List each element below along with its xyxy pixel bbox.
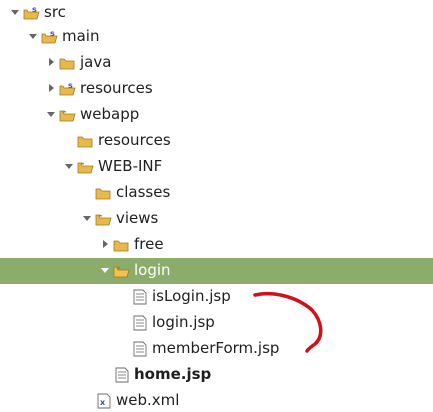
svg-text:s: s xyxy=(50,29,55,38)
tree-item-label: java xyxy=(80,53,112,71)
tree-item-label: isLogin.jsp xyxy=(152,287,231,305)
chevron-down-icon[interactable] xyxy=(9,6,21,18)
chevron-down-icon[interactable] xyxy=(27,30,39,42)
jsp-file-icon xyxy=(133,289,147,305)
tree-item-label: memberForm.jsp xyxy=(152,339,280,357)
folder-open-icon xyxy=(113,266,130,278)
tree-item-memberform-jsp[interactable]: memberForm.jsp xyxy=(0,336,433,362)
chevron-right-icon[interactable] xyxy=(99,238,111,250)
tree-item-classes[interactable]: classes xyxy=(0,180,433,206)
tree-item-label: main xyxy=(62,27,100,45)
tree-item-java[interactable]: java xyxy=(0,50,433,76)
jsp-file-icon xyxy=(115,367,129,383)
tree-item-label: webapp xyxy=(80,105,140,123)
tree-item-label: views xyxy=(116,209,159,227)
source-folder-icon: s xyxy=(23,5,40,20)
tree-item-label: login.jsp xyxy=(152,313,215,331)
tree-item-login-jsp[interactable]: login.jsp xyxy=(0,310,433,336)
chevron-right-icon[interactable] xyxy=(45,56,57,68)
tree-item-label: src xyxy=(44,3,66,21)
tree-item-views[interactable]: views xyxy=(0,206,433,232)
tree-item-home-jsp[interactable]: home.jsp xyxy=(0,362,433,388)
folder-open-icon xyxy=(59,110,76,122)
chevron-down-icon[interactable] xyxy=(45,108,57,120)
tree-item-label: resources xyxy=(98,131,171,149)
tree-item-resources[interactable]: s resources xyxy=(0,76,433,102)
tree-item-free[interactable]: free xyxy=(0,232,433,258)
folder-icon xyxy=(95,188,111,200)
folder-open-icon xyxy=(95,214,112,226)
jsp-file-icon xyxy=(133,341,147,357)
tree-item-webapp-resources[interactable]: resources xyxy=(0,128,433,154)
tree-item-label: free xyxy=(134,235,164,253)
svg-text:x: x xyxy=(100,398,106,407)
folder-icon xyxy=(59,58,75,70)
tree-item-label: home.jsp xyxy=(134,365,212,383)
tree-item-web-inf[interactable]: WEB-INF xyxy=(0,154,433,180)
tree-item-label: web.xml xyxy=(116,391,180,409)
xml-file-icon: x xyxy=(97,393,111,409)
chevron-right-icon[interactable] xyxy=(45,82,57,94)
tree-item-login[interactable]: login xyxy=(0,258,433,284)
tree-item-label: WEB-INF xyxy=(98,157,163,175)
tree-item-label: login xyxy=(134,261,171,279)
chevron-down-icon[interactable] xyxy=(63,160,75,172)
tree-item-web-xml[interactable]: x web.xml xyxy=(0,388,433,412)
source-folder-icon: s xyxy=(41,29,58,44)
tree-item-webapp[interactable]: webapp xyxy=(0,102,433,128)
chevron-down-icon[interactable] xyxy=(81,212,93,224)
tree-item-label: resources xyxy=(80,79,153,97)
folder-icon xyxy=(113,240,129,252)
tree-item-islogin-jsp[interactable]: isLogin.jsp xyxy=(0,284,433,310)
chevron-down-icon[interactable] xyxy=(99,264,111,276)
tree-item-src[interactable]: s src xyxy=(0,0,433,26)
tree-item-label: classes xyxy=(116,183,171,201)
svg-text:s: s xyxy=(32,5,37,14)
jsp-file-icon xyxy=(133,315,147,331)
svg-text:s: s xyxy=(68,81,73,90)
tree-item-main[interactable]: s main xyxy=(0,24,433,50)
folder-open-icon xyxy=(77,162,94,174)
folder-icon xyxy=(77,136,93,148)
source-folder-icon: s xyxy=(59,81,76,96)
